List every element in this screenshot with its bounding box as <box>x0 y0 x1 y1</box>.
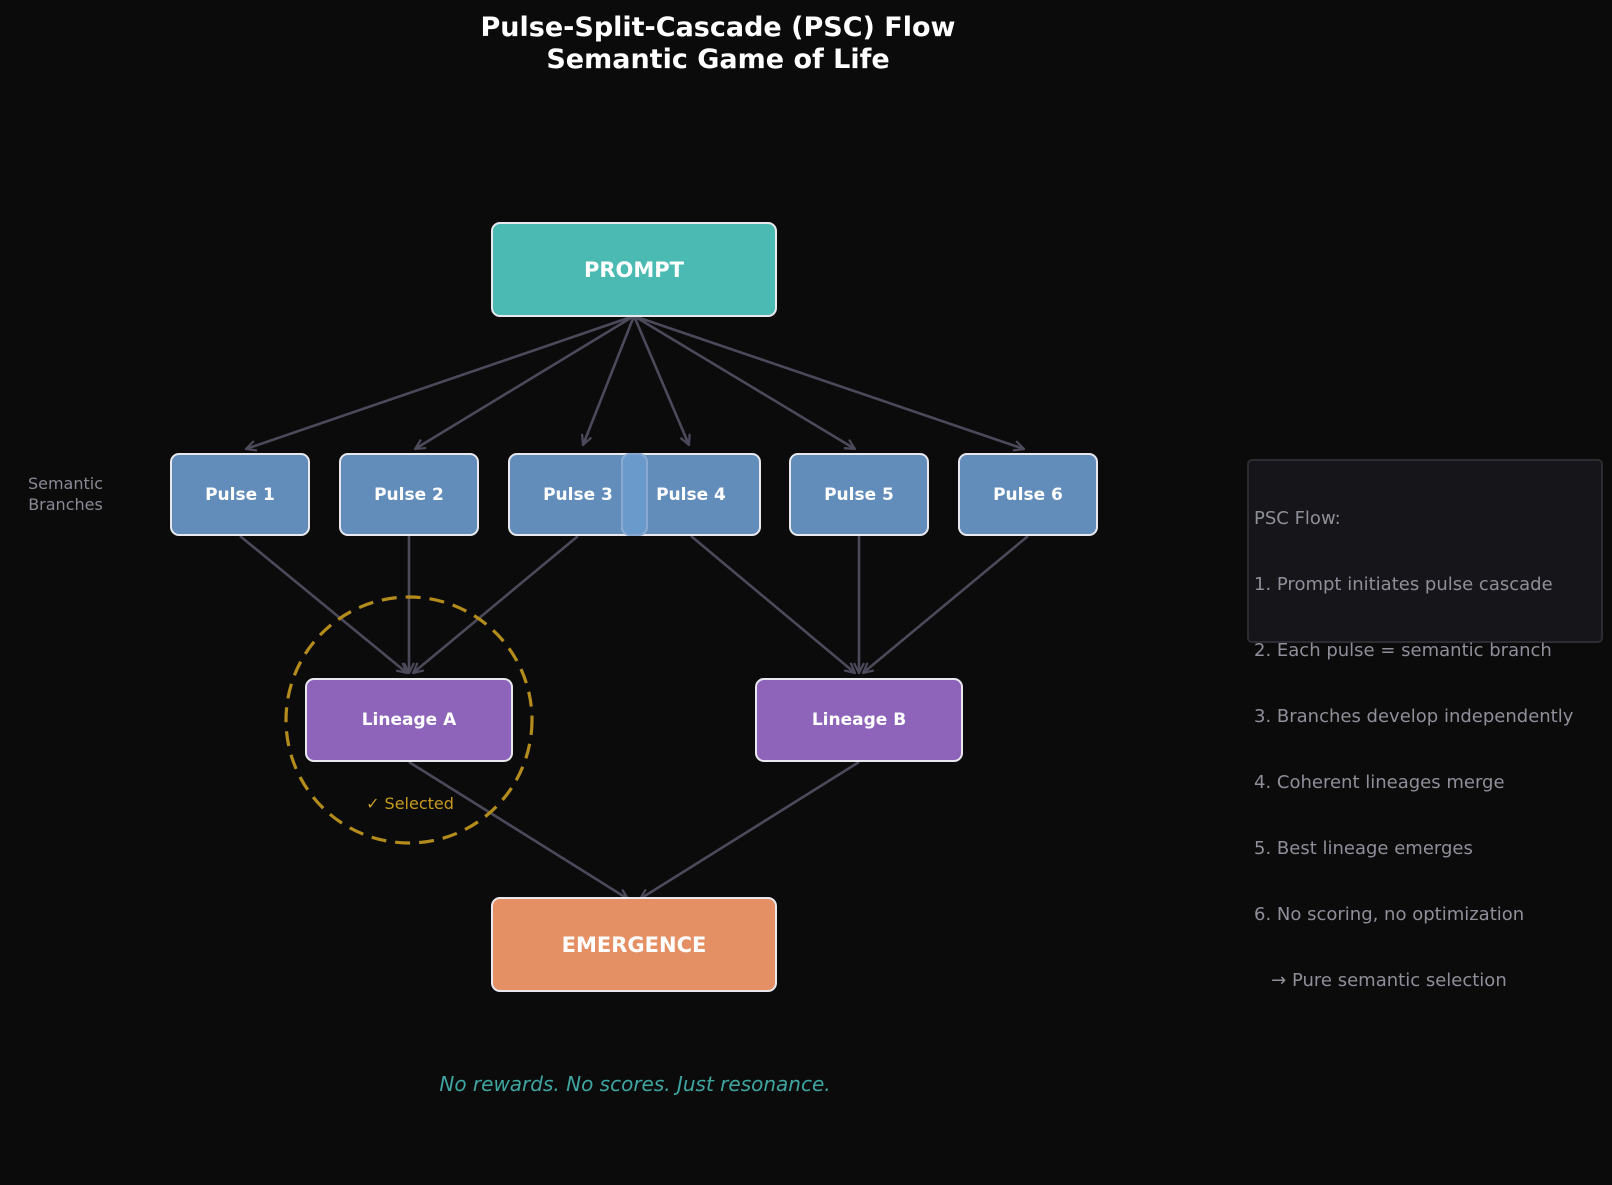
lineage-a-node[interactable]: Lineage A <box>305 678 513 762</box>
side-label-line: Semantic <box>27 474 104 493</box>
diagram-title-line-1: Pulse-Split-Cascade (PSC) Flow <box>480 12 956 43</box>
emergence-node[interactable]: EMERGENCE <box>491 897 777 992</box>
pulse-node-label: Pulse 1 <box>205 484 275 505</box>
legend-line: 2. Each pulse = semantic branch <box>1254 640 1552 661</box>
legend-line: 6. No scoring, no optimization <box>1254 904 1525 925</box>
edge-pulse3-to-lineageA <box>413 534 579 673</box>
pulse-node-label: Pulse 4 <box>656 484 726 505</box>
emergence-node-label: EMERGENCE <box>561 932 707 957</box>
edge-pulse4-to-lineageB <box>690 535 855 673</box>
pulse-node-label: Pulse 3 <box>543 484 613 505</box>
pulse-node-1[interactable]: Pulse 1 <box>170 453 310 536</box>
legend-heading: PSC Flow: <box>1254 508 1341 529</box>
edge-prompt-to-pulse3 <box>583 315 636 445</box>
pulse-node-label: Pulse 2 <box>374 484 444 505</box>
tagline: No rewards. No scores. Just resonance. <box>439 1072 831 1096</box>
legend-line: → Pure semantic selection <box>1254 970 1507 991</box>
edge-lineageA-to-emergence <box>408 760 628 899</box>
edge-pulse6-to-lineageB <box>863 534 1029 673</box>
pulse-node-6[interactable]: Pulse 6 <box>958 453 1098 536</box>
pulse-node-label: Pulse 6 <box>993 484 1063 505</box>
pulse-node-label: Pulse 5 <box>824 484 894 505</box>
legend-line: 1. Prompt initiates pulse cascade <box>1254 574 1553 595</box>
pulse-3-4-overlap <box>621 453 648 536</box>
edge-prompt-to-pulse2 <box>415 314 635 449</box>
lineage-b-node[interactable]: Lineage B <box>755 678 963 762</box>
psc-flow-legend: PSC Flow: 1. Prompt initiates pulse casc… <box>1247 459 1603 991</box>
edge-prompt-to-pulse4 <box>632 315 689 445</box>
legend-line: 5. Best lineage emerges <box>1254 838 1473 859</box>
legend-line: 4. Coherent lineages merge <box>1254 772 1505 793</box>
prompt-node-label: PROMPT <box>583 257 685 282</box>
pulse-node-2[interactable]: Pulse 2 <box>339 453 479 536</box>
legend-line: 3. Branches develop independently <box>1254 706 1574 727</box>
edge-prompt-to-pulse1 <box>246 314 635 449</box>
diagram-title-line-2: Semantic Game of Life <box>546 44 890 75</box>
lineage-node-label: Lineage A <box>361 710 457 730</box>
edge-prompt-to-pulse6 <box>633 314 1024 449</box>
lineage-node-label: Lineage B <box>811 710 907 730</box>
selected-annotation: ✓ Selected <box>366 794 454 813</box>
prompt-node[interactable]: PROMPT <box>491 222 777 317</box>
edge-pulse1-to-lineageA <box>239 534 407 673</box>
edge-lineageB-to-emergence <box>640 760 860 899</box>
pulse-node-5[interactable]: Pulse 5 <box>789 453 929 536</box>
selection-highlight-circle <box>284 595 534 845</box>
side-label-line: Branches <box>28 495 103 514</box>
edge-prompt-to-pulse5 <box>633 314 855 449</box>
